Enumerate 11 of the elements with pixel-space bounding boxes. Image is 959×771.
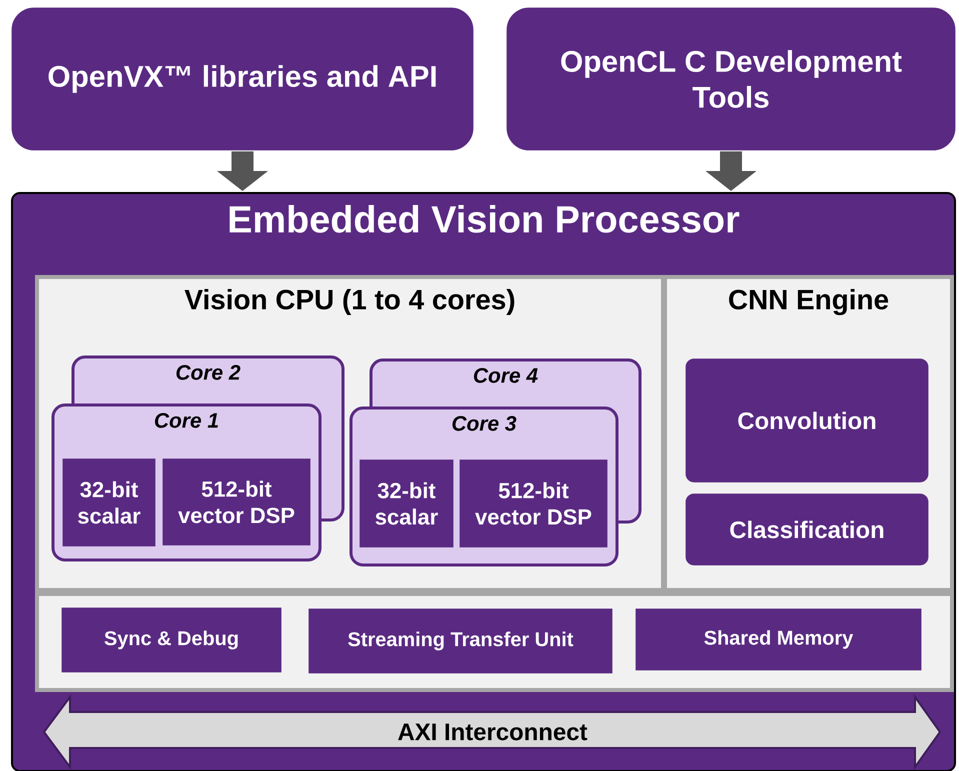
unit-box: 512-bit vector DSP bbox=[460, 460, 608, 548]
top-box: OpenCL C Development Tools bbox=[506, 8, 956, 150]
unit-box: 32-bit scalar bbox=[360, 460, 454, 548]
block-box: Shared Memory bbox=[636, 608, 922, 670]
unit-box: 32-bit scalar bbox=[62, 458, 156, 546]
top-box: OpenVX™ libraries and API bbox=[12, 8, 474, 150]
block-box: Streaming Transfer Unit bbox=[308, 608, 612, 674]
block-box: Sync & Debug bbox=[62, 608, 282, 672]
engine-box: Convolution bbox=[686, 358, 928, 482]
engine-box: Classification bbox=[686, 494, 928, 566]
unit-box: 512-bit vector DSP bbox=[162, 458, 310, 546]
